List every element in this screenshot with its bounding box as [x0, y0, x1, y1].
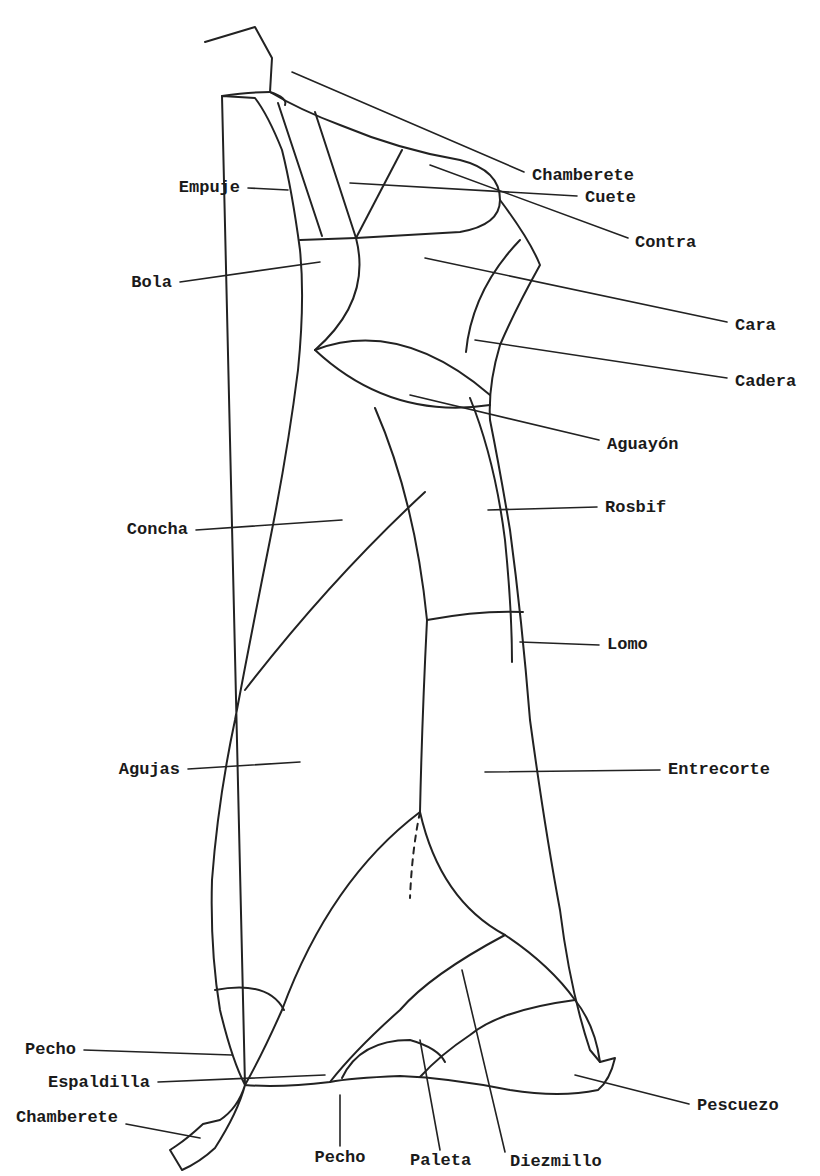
- cut-label: Pecho: [314, 1148, 365, 1168]
- cut-label: Diezmillo: [510, 1152, 602, 1172]
- cut-label: Paleta: [410, 1151, 471, 1171]
- cut-label: Lomo: [607, 635, 648, 655]
- cut-label: Chamberete: [532, 166, 634, 186]
- cut-lines: [215, 92, 600, 1085]
- cut-label: Concha: [127, 520, 188, 540]
- carcass-outline: [170, 27, 615, 1170]
- cut-label: Cadera: [735, 372, 796, 392]
- cut-label: Agujas: [119, 760, 180, 780]
- cut-label: Aguayón: [607, 435, 678, 455]
- cut-label: Chamberete: [16, 1108, 118, 1128]
- cut-label: Pecho: [25, 1040, 76, 1060]
- cut-label: Contra: [635, 233, 696, 253]
- cut-label: Espaldilla: [48, 1073, 150, 1093]
- cut-label: Entrecorte: [668, 760, 770, 780]
- cut-label: Bola: [131, 273, 172, 293]
- cut-label: Pescuezo: [697, 1096, 779, 1116]
- cut-label: Rosbif: [605, 498, 666, 518]
- leader-lines: [84, 72, 727, 1152]
- rosbif-line: [470, 398, 512, 662]
- cut-label: Empuje: [179, 178, 240, 198]
- cut-label: Cuete: [585, 188, 636, 208]
- cut-label: Cara: [735, 316, 776, 336]
